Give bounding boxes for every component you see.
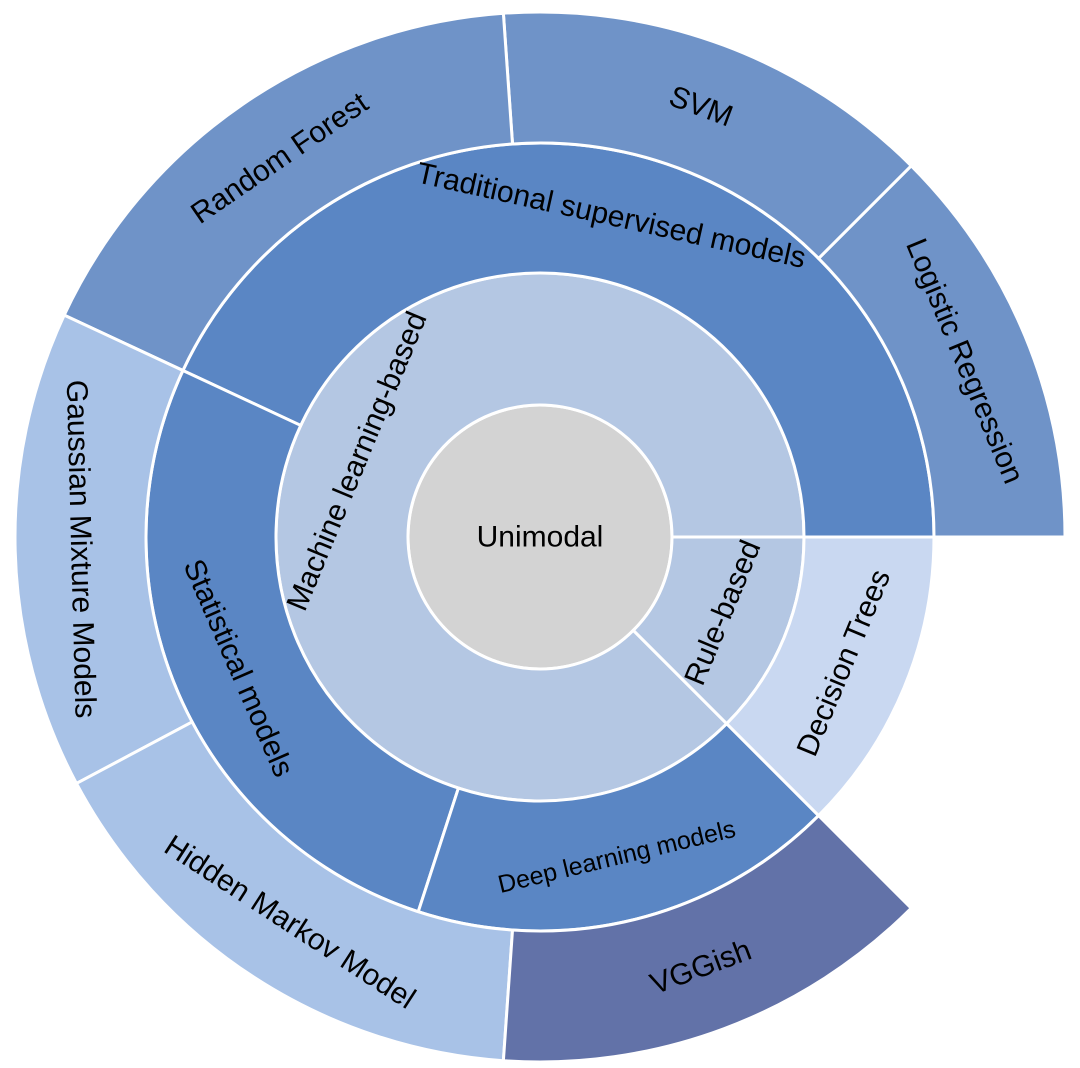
- segment-vggish: [501, 813, 914, 1064]
- center-label: Unimodal: [477, 521, 604, 554]
- segments-layer: [13, 10, 1067, 1064]
